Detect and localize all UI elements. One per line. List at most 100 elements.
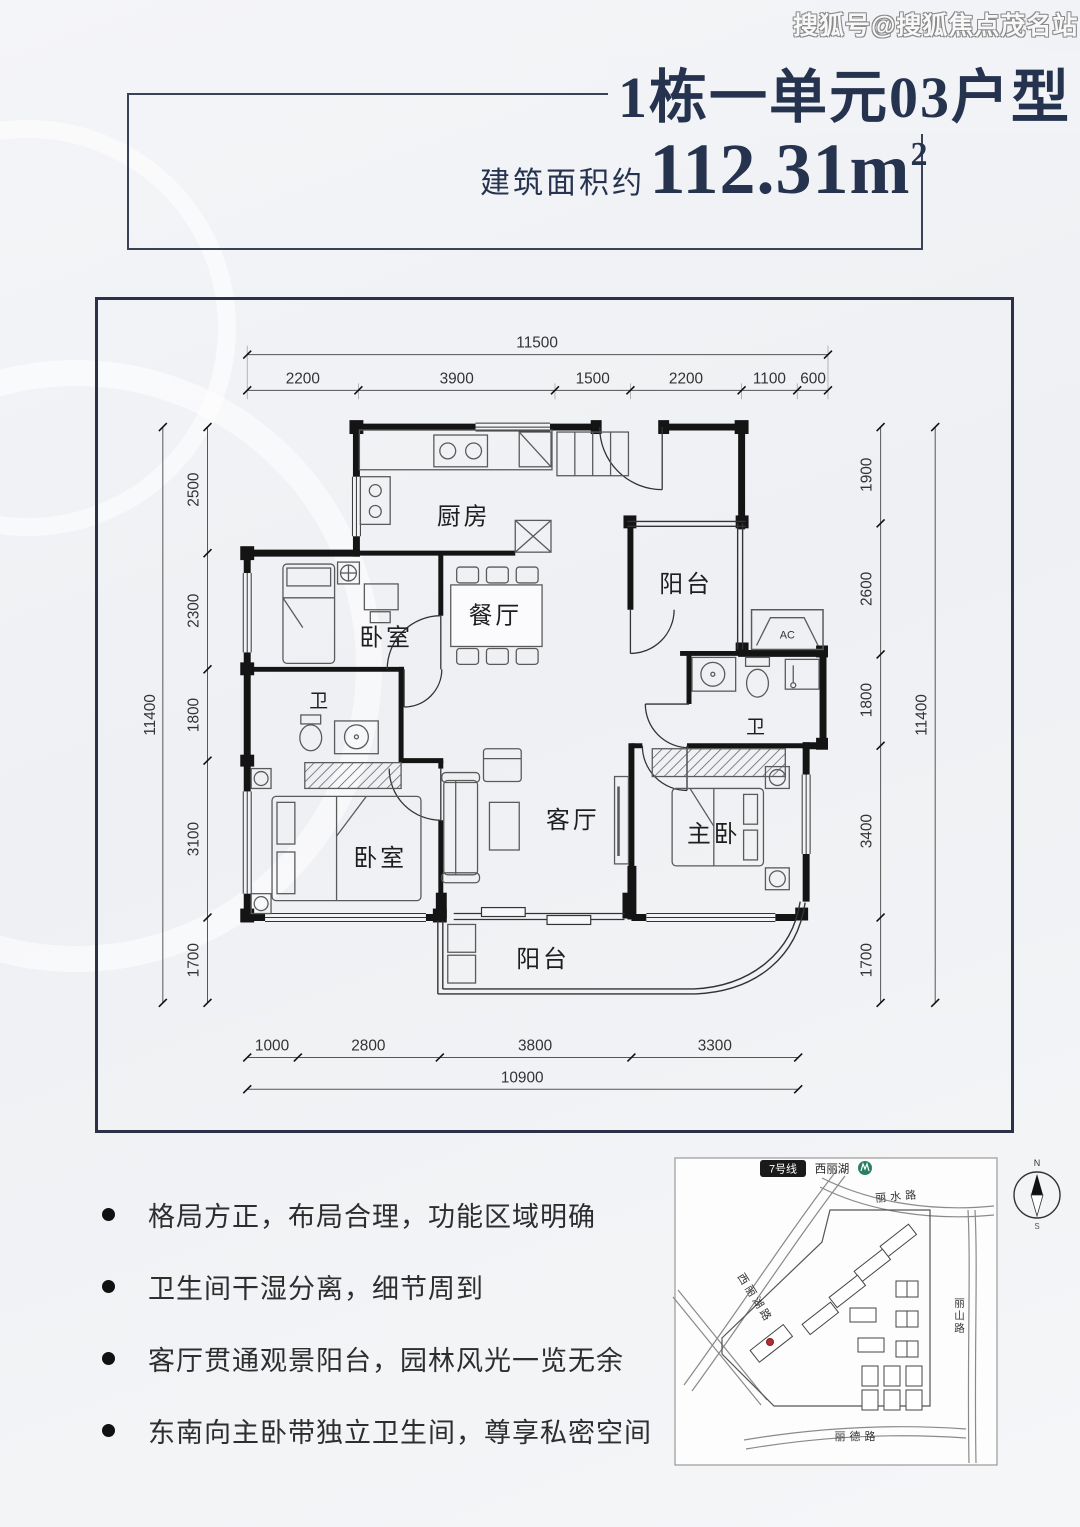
window (265, 911, 426, 924)
project-marker (766, 1338, 774, 1346)
road-label-north: 丽水路 (875, 1188, 921, 1205)
metro-line-label: 7号线 (769, 1162, 797, 1176)
window (475, 421, 551, 434)
bullet-dot-icon (102, 1423, 115, 1437)
svg-text:600: 600 (800, 370, 826, 387)
svg-text:2600: 2600 (859, 572, 876, 606)
svg-text:1900: 1900 (859, 458, 876, 492)
svg-text:3400: 3400 (859, 814, 876, 848)
svg-text:1800: 1800 (186, 698, 203, 732)
bath-right-door (644, 703, 689, 749)
room-label-master: 主卧 (687, 821, 741, 848)
room-label-dining: 餐厅 (469, 603, 523, 630)
svg-text:1800: 1800 (859, 683, 876, 717)
tv-cabinet-icon (613, 775, 630, 865)
flue-icon (514, 519, 552, 553)
foyer-cabinet-icon (556, 431, 630, 477)
estate-boundary (721, 1209, 931, 1407)
floorplan-drawing: 11500 2200 3900 1500 2200 1100 600 11400… (142, 335, 940, 1094)
room-labels: 厨房 阳台 卧室 餐厅 卫 卫 客厅 主卧 卧室 阳台 AC (309, 503, 795, 973)
room-label-living: 客厅 (546, 807, 600, 834)
station-label: 西丽湖 (815, 1162, 850, 1176)
basin-icon-bath-right (691, 656, 737, 692)
room-label-bath-left: 卫 (309, 690, 328, 711)
room-label-bedroom-bottom: 卧室 (353, 845, 407, 872)
dimension-lines-right (876, 422, 940, 1008)
feature-text: 客厅贯通观景阳台，园林风光一览无余 (148, 1345, 624, 1376)
wardrobe-icon-master (651, 748, 786, 778)
area-line: 建筑面积约 112.31m2 (480, 128, 980, 211)
window (241, 573, 254, 653)
room-label-ac: AC (780, 630, 795, 642)
bullet-dot-icon (102, 1351, 115, 1365)
balcony-cabinet-icon (447, 923, 477, 984)
feature-item: 格局方正，布局合理，功能区域明确 (102, 1196, 677, 1232)
metro-station-tag: 7号线 西丽湖 (760, 1160, 872, 1177)
svg-text:11400: 11400 (142, 694, 159, 736)
svg-text:2200: 2200 (669, 370, 703, 387)
bullet-dot-icon (102, 1279, 115, 1293)
kitchen-sink-icon (359, 476, 391, 526)
sohu-watermark: 搜狐号@搜狐焦点茂名站 (793, 12, 1079, 40)
window-openings (241, 421, 813, 924)
dimension-lines-top (242, 345, 833, 400)
toilet-icon-bath-left (299, 714, 323, 752)
balcony-top-door (629, 609, 675, 655)
coffee-table-icon (488, 801, 520, 851)
dimension-labels-top: 11500 2200 3900 1500 2200 1100 600 (286, 335, 826, 388)
feature-item: 客厅贯通观景阳台，园林风光一览无余 (102, 1340, 677, 1376)
svg-text:11500: 11500 (516, 335, 558, 352)
sliding-door (453, 906, 625, 926)
room-label-bedroom-top: 卧室 (359, 624, 413, 651)
dimension-labels-right: 1900 2600 1800 3400 1700 11400 (859, 458, 931, 978)
road-label-south: 丽德路 (835, 1429, 880, 1443)
compass-icon: N S (1013, 1158, 1061, 1231)
svg-text:11400: 11400 (913, 694, 930, 736)
svg-text:3800: 3800 (518, 1038, 552, 1055)
kitchen-counter-icon (358, 429, 553, 471)
svg-text:1000: 1000 (255, 1038, 289, 1055)
feature-list: 格局方正，布局合理，功能区域明确 卫生间干湿分离，细节周到 客厅贯通观景阳台，园… (102, 1196, 677, 1484)
room-label-bath-right: 卫 (746, 716, 765, 737)
svg-text:2300: 2300 (186, 594, 203, 628)
svg-text:2200: 2200 (286, 370, 320, 387)
svg-text:2500: 2500 (186, 473, 203, 507)
dimension-lines-bottom (242, 1052, 803, 1094)
svg-text:10900: 10900 (501, 1069, 544, 1086)
map-buildings (749, 1223, 923, 1411)
area-superscript: 2 (910, 136, 928, 173)
area-label: 建筑面积约 (480, 167, 645, 200)
water-heater-icon (784, 658, 820, 690)
svg-text:1500: 1500 (576, 370, 610, 387)
svg-text:3100: 3100 (186, 822, 203, 856)
unit-title: 1栋一单元03户型 (608, 50, 1080, 134)
dimension-lines-left (158, 422, 213, 1008)
dining-table-icon (450, 566, 543, 665)
area-value: 112.31m (649, 129, 911, 209)
bath-left-door (403, 669, 443, 708)
dimension-labels-bottom: 1000 2800 3800 3300 10900 (255, 1038, 732, 1087)
feature-text: 东南向主卧带独立卫生间，尊享私密空间 (148, 1417, 652, 1448)
svg-text:3900: 3900 (440, 370, 474, 387)
balcony-top-glazing (627, 520, 746, 650)
title-box (127, 93, 923, 250)
road-label-east: 丽山路 (953, 1297, 965, 1335)
svg-text:2800: 2800 (351, 1038, 385, 1055)
window (646, 911, 776, 924)
balcony-bottom-railing (437, 901, 806, 995)
toilet-icon-bath-right (744, 656, 771, 698)
sofa-icon (441, 748, 522, 884)
basin-icon-bath-left (333, 720, 379, 755)
bedroom-top-door (386, 615, 442, 670)
wardrobe-icon-bedroom-bottom (304, 761, 402, 790)
ac-platform-icon (750, 609, 824, 651)
bed-icon-bedroom-bottom (250, 767, 422, 915)
feature-item: 卫生间干湿分离，细节周到 (102, 1268, 677, 1304)
bed-icon-bedroom-top (282, 561, 399, 664)
svg-text:1700: 1700 (859, 943, 876, 977)
room-label-kitchen: 厨房 (437, 503, 491, 530)
window (241, 791, 254, 894)
map-roads (672, 1169, 995, 1464)
dimension-labels-left: 11400 2500 2300 1800 3100 1700 (142, 473, 203, 978)
